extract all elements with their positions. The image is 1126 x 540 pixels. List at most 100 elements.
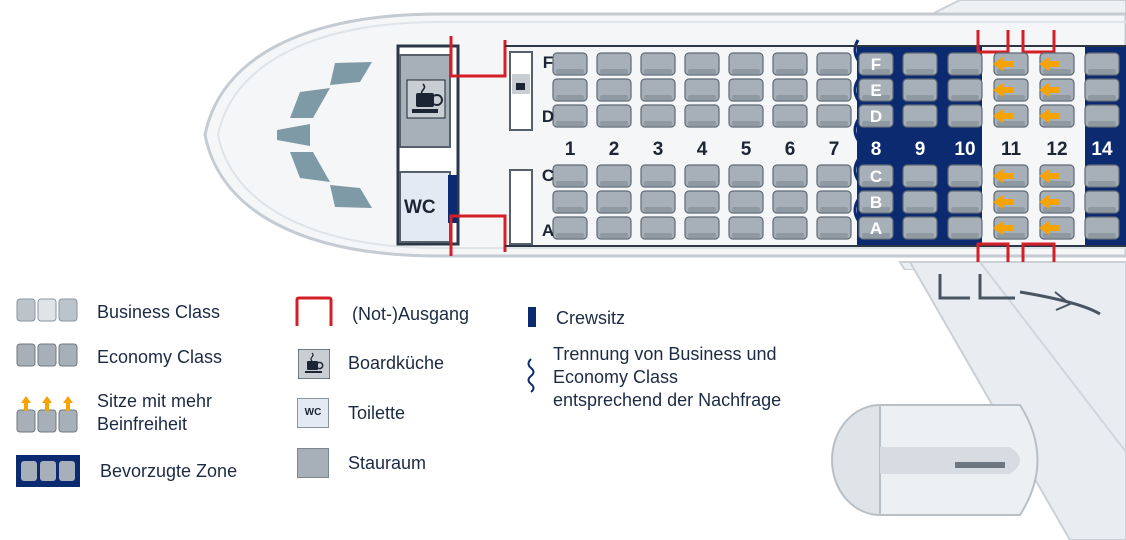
seat xyxy=(596,104,632,128)
seat xyxy=(902,52,938,76)
legroom-arrow xyxy=(993,109,1013,123)
legend-exit-label: (Not-)Ausgang xyxy=(352,304,470,324)
legroom-arrow xyxy=(993,57,1013,71)
exit-front-left xyxy=(449,36,507,78)
wing-engine xyxy=(831,262,1126,540)
row-number: 7 xyxy=(829,139,840,160)
legroom-arrow xyxy=(993,83,1013,97)
row-number: 5 xyxy=(741,139,752,160)
galley-icon xyxy=(512,74,530,94)
seat xyxy=(1084,104,1120,128)
seat xyxy=(596,164,632,188)
engine xyxy=(831,404,1039,516)
seat-letter: C xyxy=(870,167,882,186)
seat xyxy=(858,164,894,188)
seat xyxy=(684,104,720,128)
crew-seat xyxy=(448,175,457,223)
seat-letter: C xyxy=(542,166,554,185)
row-number: 9 xyxy=(915,139,926,160)
legend-divider-label: Trennung von Business und Economy Class … xyxy=(553,344,782,410)
seat xyxy=(728,78,764,102)
seat xyxy=(684,164,720,188)
legend-economy-label: Economy Class xyxy=(97,347,223,367)
seat-letter: F xyxy=(871,55,881,74)
seat xyxy=(640,52,676,76)
legroom-arrow xyxy=(993,169,1013,183)
row-number: 10 xyxy=(954,139,975,160)
legend-economy-icon xyxy=(16,343,78,367)
seat xyxy=(1084,78,1120,102)
seat xyxy=(640,190,676,214)
seat xyxy=(902,216,938,240)
legroom-arrow xyxy=(1039,109,1059,123)
legroom-arrow xyxy=(993,221,1013,235)
seat xyxy=(640,164,676,188)
seat-letter: A xyxy=(542,221,554,240)
seat xyxy=(684,216,720,240)
seat-letter: D xyxy=(870,107,882,126)
legend-preferred-icon xyxy=(16,455,80,487)
seat-letter: D xyxy=(542,107,554,126)
seat xyxy=(772,104,808,128)
seat xyxy=(684,78,720,102)
legend-legroom-label: Sitze mit mehr Beinfreiheit xyxy=(97,391,213,434)
exit-front-right xyxy=(449,214,507,256)
seat xyxy=(728,104,764,128)
seat xyxy=(684,190,720,214)
legend-crewseat-icon xyxy=(528,307,536,327)
seat xyxy=(640,78,676,102)
seat xyxy=(596,52,632,76)
seat xyxy=(772,190,808,214)
seat xyxy=(947,104,983,128)
row-number: 4 xyxy=(697,139,708,160)
seat-letter: A xyxy=(870,219,882,238)
seat xyxy=(596,78,632,102)
seat-letter: F xyxy=(543,53,553,72)
seat-letter: E xyxy=(870,81,881,100)
seat xyxy=(858,190,894,214)
seat xyxy=(902,190,938,214)
coffee-cup-icon xyxy=(406,79,446,119)
row-number: 12 xyxy=(1046,139,1067,160)
legend-exit-icon xyxy=(295,296,333,326)
legend-divider-icon xyxy=(527,358,535,393)
seat xyxy=(552,78,588,102)
row-number: 14 xyxy=(1091,139,1113,160)
legend-preferred-label: Bevorzugte Zone xyxy=(100,461,238,481)
seat xyxy=(858,104,894,128)
seat xyxy=(902,78,938,102)
seat xyxy=(858,216,894,240)
seat xyxy=(596,216,632,240)
legroom-arrow xyxy=(1039,57,1059,71)
seat xyxy=(728,52,764,76)
legend-business-icon xyxy=(16,298,78,322)
seat xyxy=(947,164,983,188)
seat xyxy=(902,104,938,128)
seat xyxy=(858,52,894,76)
seat xyxy=(858,78,894,102)
seat-letter: B xyxy=(870,193,882,212)
seat xyxy=(816,78,852,102)
legroom-arrow xyxy=(1039,221,1059,235)
seat xyxy=(596,190,632,214)
wc-label: WC xyxy=(404,197,436,218)
legroom-arrow xyxy=(1039,83,1059,97)
seat xyxy=(816,52,852,76)
legend-galley-icon xyxy=(298,349,330,379)
seat xyxy=(728,216,764,240)
legend-galley-label: Boardküche xyxy=(348,353,445,373)
legroom-arrow xyxy=(993,195,1013,209)
seat xyxy=(816,216,852,240)
seat xyxy=(552,164,588,188)
seat xyxy=(772,216,808,240)
row-number: 6 xyxy=(785,139,796,160)
row-number: 11 xyxy=(1001,139,1022,160)
legend-storage-label: Stauraum xyxy=(348,453,427,473)
seat xyxy=(947,190,983,214)
seat xyxy=(772,164,808,188)
seat xyxy=(816,104,852,128)
seat xyxy=(552,216,588,240)
storage-unit xyxy=(509,169,533,245)
legend-storage-icon xyxy=(297,448,329,478)
